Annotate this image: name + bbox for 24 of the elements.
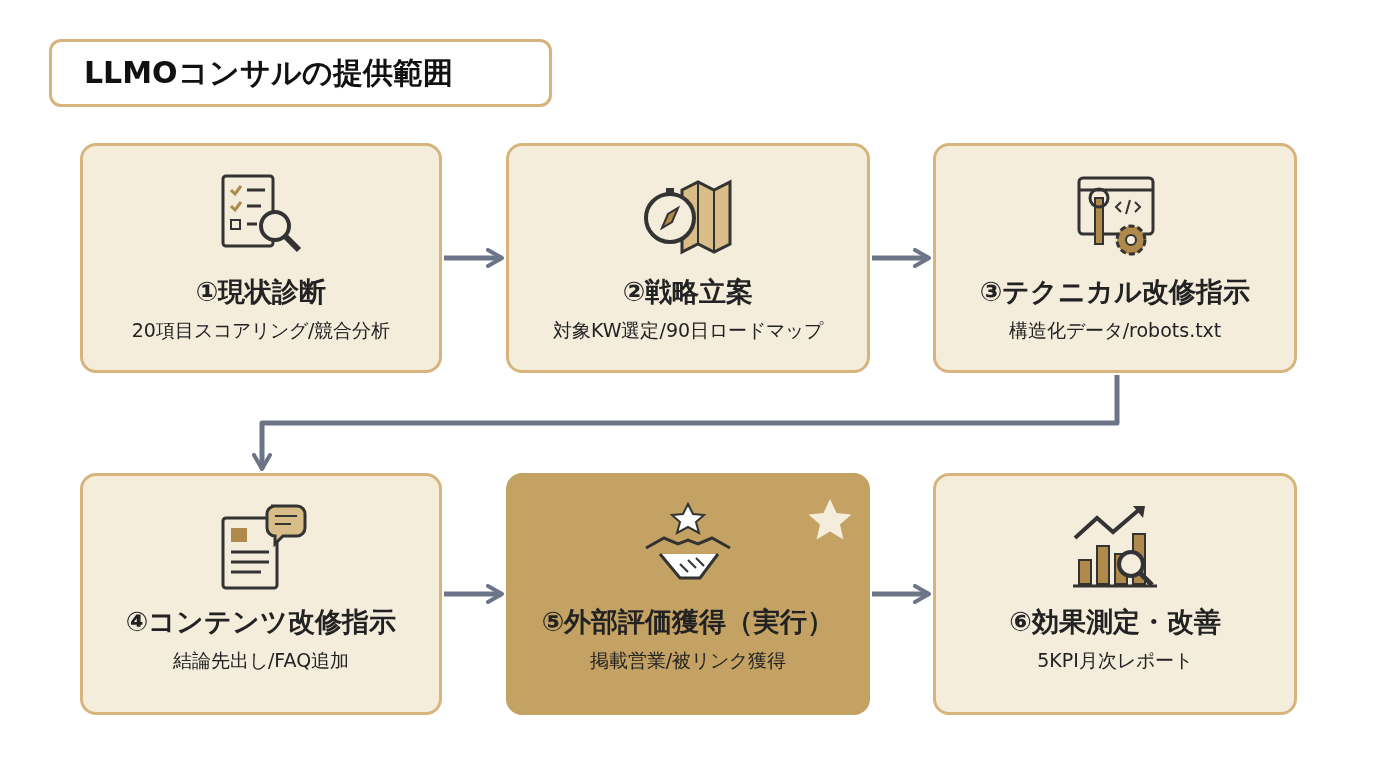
step-description: 結論先出し/FAQ追加 bbox=[171, 648, 351, 673]
step-title: ⑥効果測定・改善 bbox=[1008, 605, 1222, 639]
step-box bbox=[933, 473, 1297, 715]
step-box bbox=[506, 473, 870, 715]
step-box bbox=[506, 143, 870, 373]
step-description: 構造化データ/robots.txt bbox=[1007, 318, 1223, 343]
step-title: ②戦略立案 bbox=[621, 275, 755, 309]
arrow bbox=[444, 584, 504, 604]
step-title: ⑤外部評価獲得（実行） bbox=[540, 605, 836, 639]
arrow bbox=[252, 375, 1120, 471]
title: LLMOコンサルの提供範囲 bbox=[49, 39, 552, 107]
arrow bbox=[444, 248, 504, 268]
step-box bbox=[933, 143, 1297, 373]
step-description: 5KPI月次レポート bbox=[1036, 648, 1194, 673]
arrow bbox=[872, 248, 931, 268]
step-box bbox=[80, 143, 442, 373]
step-box bbox=[80, 473, 442, 715]
step-title: ③テクニカル改修指示 bbox=[978, 275, 1252, 309]
arrow bbox=[872, 584, 931, 604]
step-title: ④コンテンツ改修指示 bbox=[124, 605, 398, 639]
step-description: 掲載営業/被リンク獲得 bbox=[588, 648, 788, 673]
step-title: ①現状診断 bbox=[194, 275, 328, 309]
step-description: 20項目スコアリング/競合分析 bbox=[130, 318, 392, 343]
step-description: 対象KW選定/90日ロードマップ bbox=[551, 318, 825, 343]
